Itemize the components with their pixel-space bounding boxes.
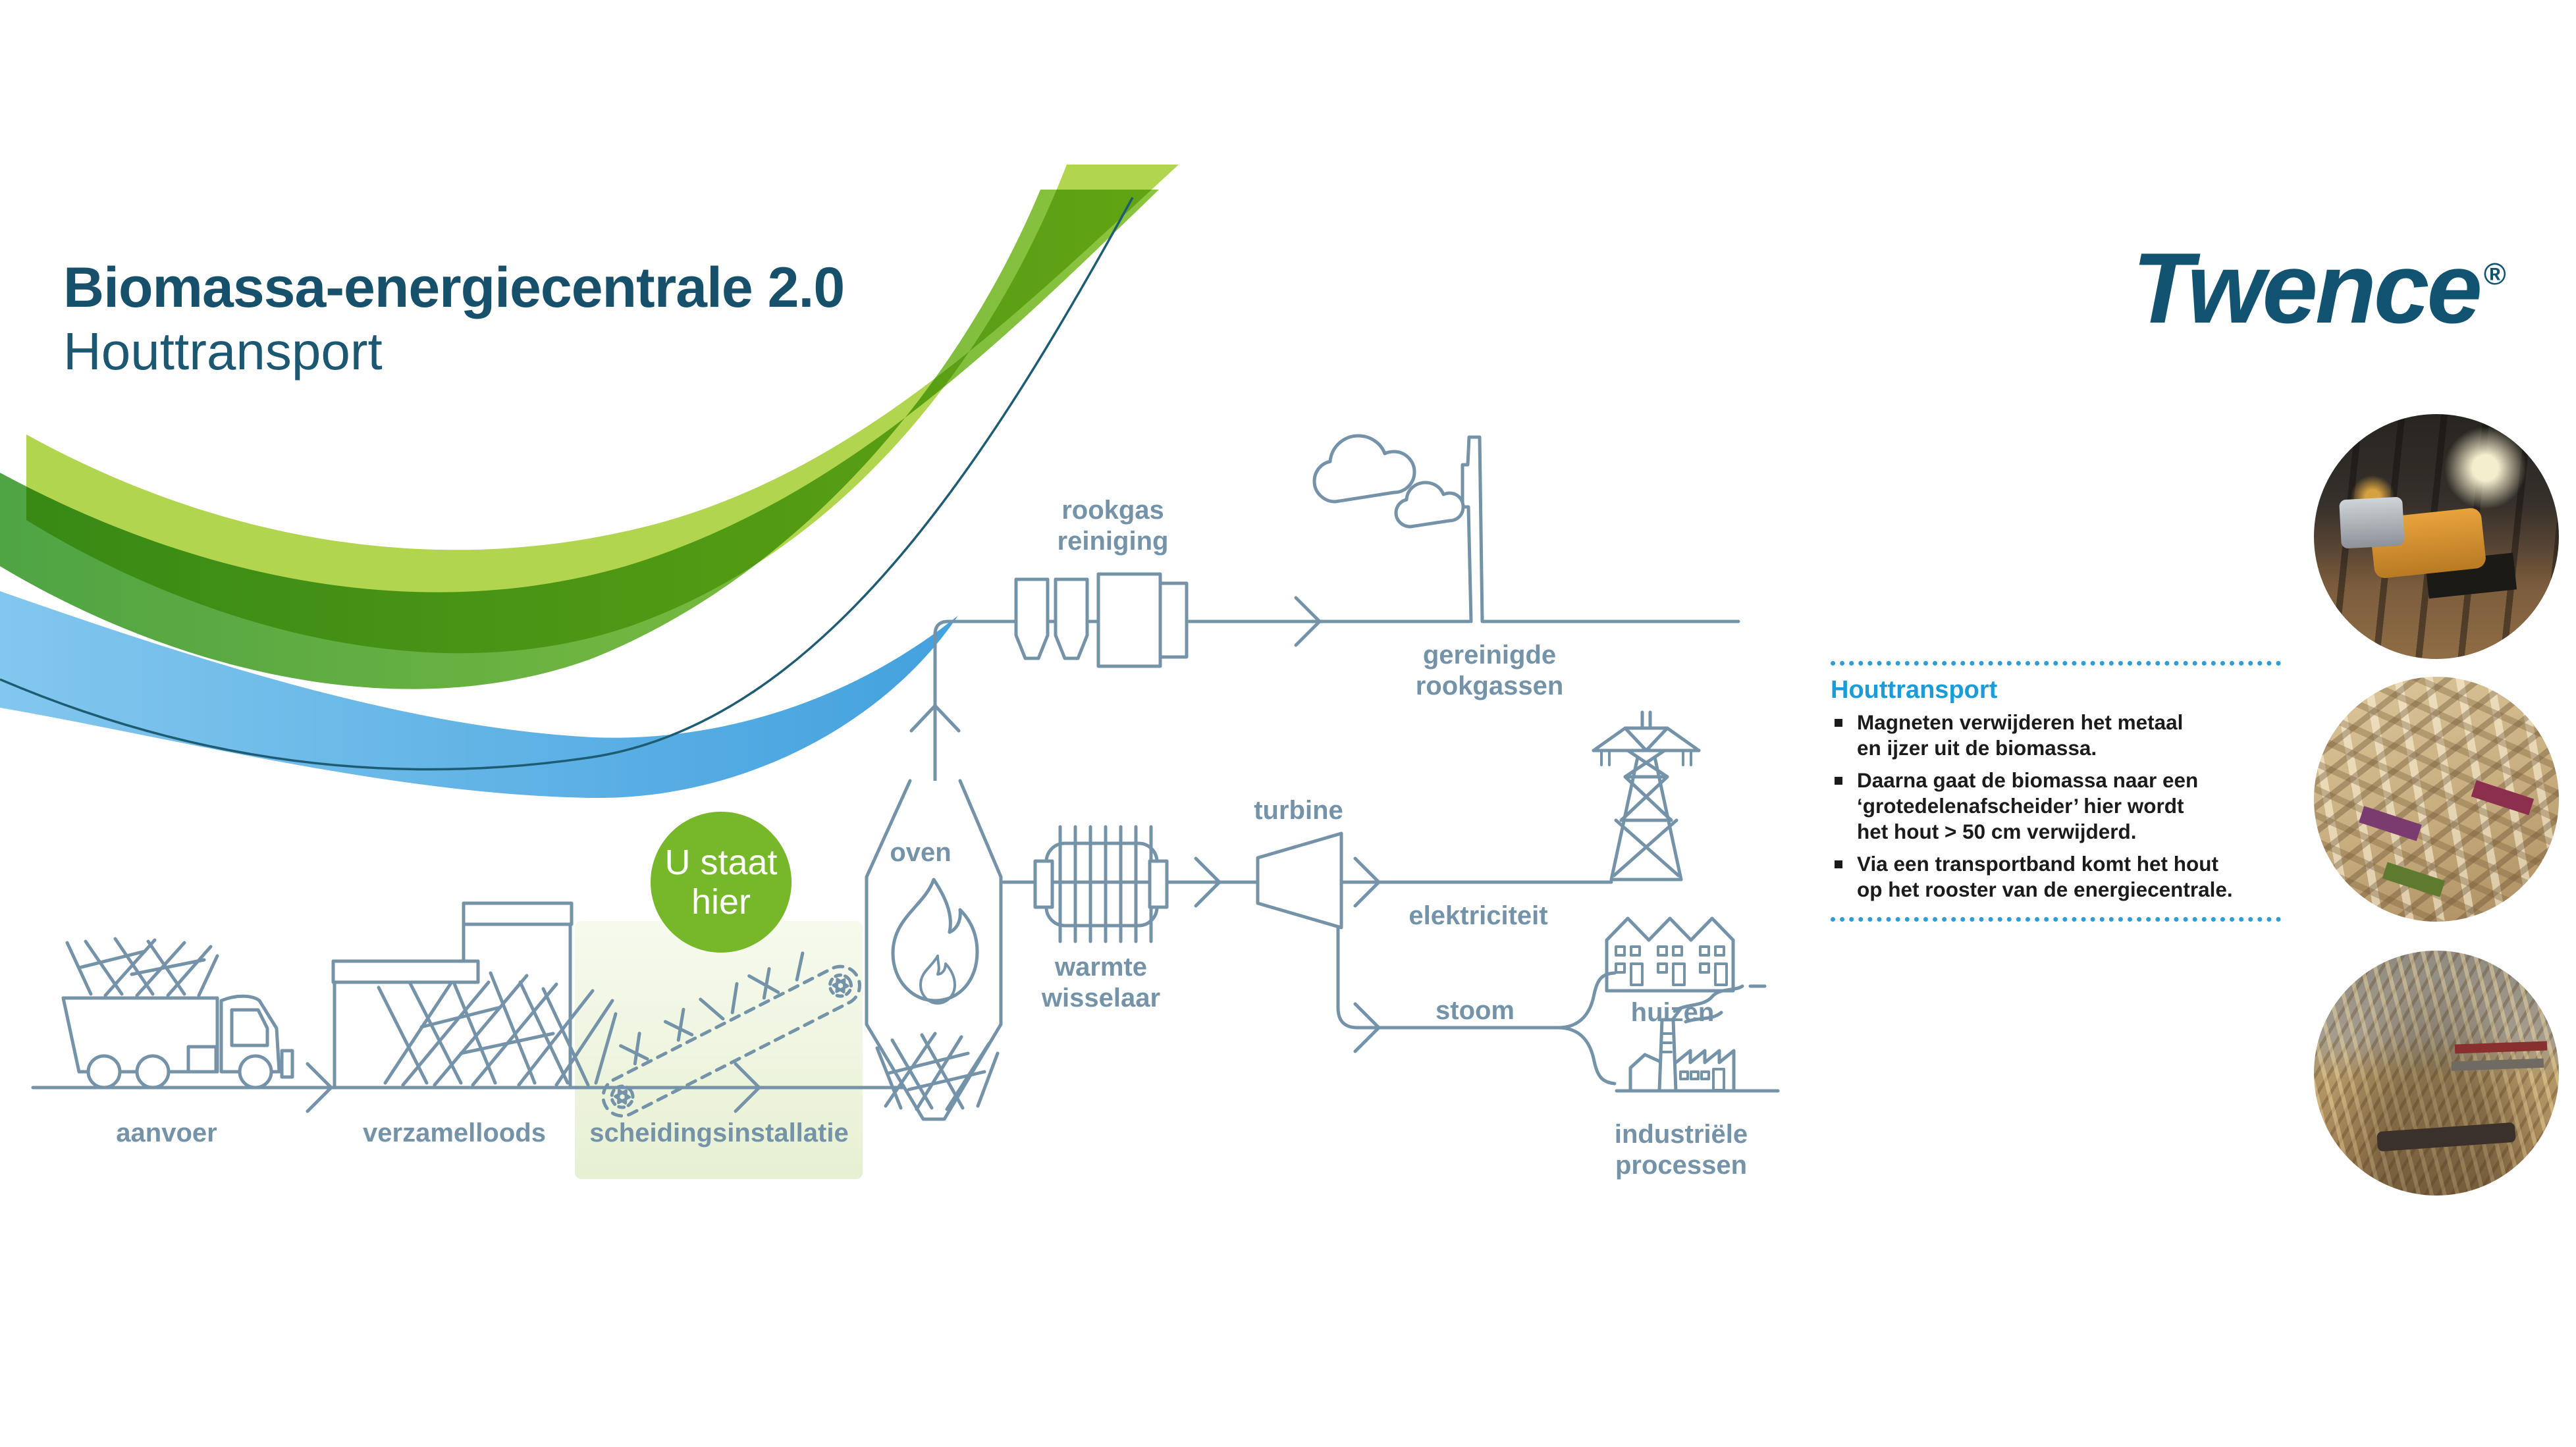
- shed-wood-pile: [377, 966, 618, 1087]
- label-rookgas-reiniging: rookgas reiniging: [1057, 496, 1169, 556]
- cloud-icon: [1394, 481, 1465, 529]
- filter-house-large: [1096, 572, 1162, 668]
- gear-star-icon: [614, 1089, 631, 1105]
- truck-wood-sticks: [65, 937, 219, 997]
- cloud-icon: [1312, 434, 1416, 504]
- truck-wheel: [86, 1054, 122, 1090]
- twence-logo: Twence®: [2132, 238, 2506, 338]
- twence-logo-text: Twence: [2132, 232, 2482, 344]
- swoosh-decoration: [0, 165, 1179, 799]
- flame-icon: [891, 878, 979, 1003]
- steam-branch-line: [1336, 925, 1560, 1030]
- sidebar-bullet: Daarna gaat de biomassa naar een ‘groted…: [1831, 768, 2239, 845]
- photo-wood-chips: [2314, 951, 2559, 1196]
- dotted-divider-top: [1831, 661, 2281, 666]
- conveyor-gear-icon: [828, 973, 853, 998]
- truck-wheel: [135, 1054, 171, 1090]
- label-huizen: huizen: [1630, 998, 1715, 1027]
- shed-walls: [333, 922, 572, 1090]
- label-scheidingsinstallatie: scheidingsinstallatie: [589, 1118, 849, 1147]
- steam-fork-upper: [1556, 971, 1617, 1030]
- you-are-here-badge: U staat hier: [651, 812, 792, 953]
- right-arrow-icon: [1353, 1002, 1381, 1053]
- oven-wood-sticks: [875, 1032, 1000, 1111]
- label-turbine: turbine: [1254, 796, 1343, 825]
- truck-step-box: [186, 1045, 218, 1074]
- oven-vessel: [865, 779, 1003, 1121]
- sidebar-bullet: Via een transportband komt het hout op h…: [1831, 851, 2239, 903]
- gear-star-icon: [832, 978, 849, 993]
- label-industriele-processen: industriële processen: [1614, 1120, 1748, 1180]
- sidebar-bullet: Magneten verwijderen het metaal en ijzer…: [1831, 710, 2239, 761]
- right-arrow-icon: [1194, 856, 1221, 908]
- page-title-block: Biomassa-energiecentrale 2.0 Houttranspo…: [63, 256, 845, 381]
- filter-house-small: [1158, 581, 1189, 659]
- right-arrow-icon: [1294, 596, 1322, 647]
- photo-wheel-loader: [2314, 414, 2559, 659]
- steam-fork-lower: [1556, 1026, 1617, 1086]
- separation-highlight-panel: [575, 921, 863, 1179]
- flue-line: [933, 619, 1471, 783]
- dotted-divider-bottom: [1831, 917, 2281, 922]
- label-gereinigde-rookgassen: gereinigde rookgassen: [1415, 641, 1564, 701]
- sidebar-heading: Houttransport: [1831, 676, 1998, 704]
- swoosh-hairline: [0, 197, 1134, 771]
- smoke-icon: [1673, 984, 1767, 1024]
- conveyor-wood-sticks: [619, 951, 805, 1066]
- label-verzamelloods: verzamelloods: [363, 1118, 546, 1147]
- truck-mudflap: [280, 1049, 294, 1079]
- label-warmte-wisselaar: warmte wisselaar: [1041, 953, 1161, 1013]
- truck-cab: [219, 994, 281, 1074]
- shed-roof-low: [331, 959, 480, 984]
- filter-hopper: [1014, 577, 1050, 660]
- truck-cab-window: [230, 1008, 269, 1047]
- filter-hopper: [1054, 577, 1089, 660]
- heat-exchanger-body: [1044, 841, 1159, 928]
- heat-exchanger-tubes: [1058, 825, 1153, 943]
- swoosh-lightgreen-band: [26, 165, 1179, 654]
- page-title: Biomassa-energiecentrale 2.0: [63, 256, 845, 319]
- label-oven: oven: [890, 838, 952, 867]
- registered-mark: ®: [2483, 257, 2506, 291]
- chimney: [1461, 435, 1484, 623]
- heat-exchanger-tab: [1148, 859, 1169, 909]
- page-subtitle: Houttransport: [63, 322, 383, 381]
- right-arrow-icon: [306, 1062, 333, 1113]
- label-elektriciteit: elektriciteit: [1409, 901, 1548, 930]
- factory-icon: [1615, 984, 1780, 1093]
- heat-exchanger-tab: [1033, 859, 1054, 909]
- houses-icon: [1605, 916, 1735, 993]
- truck-wheel: [238, 1054, 273, 1090]
- swoosh-blue-band: [0, 591, 958, 799]
- label-stoom: stoom: [1436, 996, 1515, 1025]
- shed-roof-high: [462, 901, 574, 926]
- label-aanvoer: aanvoer: [116, 1118, 217, 1147]
- right-arrow-icon: [734, 1062, 761, 1113]
- right-arrow-icon: [1353, 856, 1381, 908]
- power-pylon-icon: [1592, 710, 1701, 881]
- turbine-shape: [1256, 831, 1343, 930]
- sidebar-bullet-list: Magneten verwijderen het metaal en ijzer…: [1831, 710, 2239, 903]
- conveyor-belt: [601, 964, 861, 1118]
- up-arrow-icon: [909, 704, 961, 733]
- flame-inner-icon: [919, 955, 956, 1005]
- sidebar-info-block: Houttransport Magneten verwijderen het m…: [1831, 661, 2281, 922]
- conveyor-gear-icon: [610, 1084, 635, 1109]
- photo-wooden-crates: [2314, 677, 2559, 922]
